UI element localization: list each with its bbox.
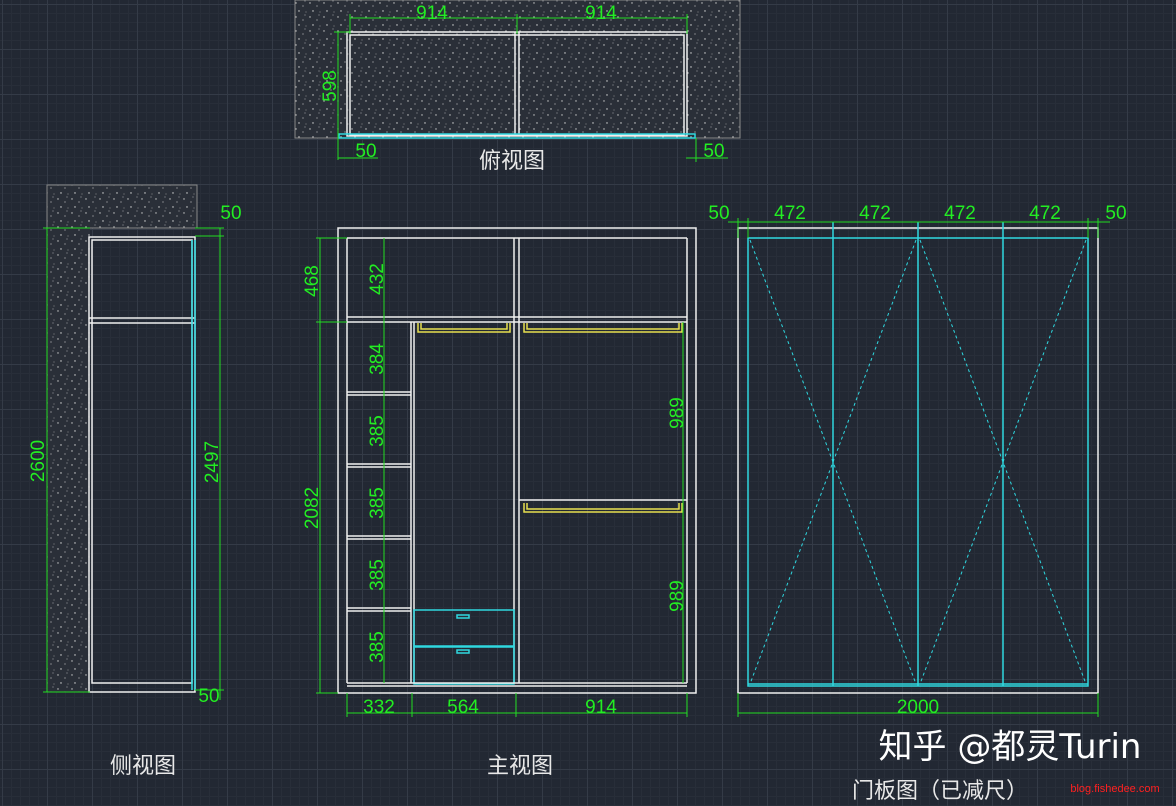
dim-door-gap-left: 50 [708,203,729,224]
top-view: 914 914 598 50 50 俯视图 [294,0,741,174]
wall-hatch [47,228,90,692]
dim-side-total-height: 2600 [28,440,49,482]
side-view: 2600 2497 50 50 侧视图 [28,184,242,779]
door-swing-marks [749,239,1087,685]
drawer-upper [413,609,515,647]
dim-shelf: 385 [367,631,388,663]
dim-top-total: 468 [302,265,323,297]
dim-hang-lower: 989 [667,580,688,612]
dim-shelf: 385 [367,415,388,447]
dim-side-cabinet-height: 2497 [202,441,223,483]
dim-shelf: 385 [367,559,388,591]
dim-shelf: 385 [367,487,388,519]
front-outline [337,227,697,694]
drawer-handle [456,614,470,619]
side-view-title: 侧视图 [110,754,176,779]
side-outline [88,236,196,693]
door-view: 50 472 472 472 472 50 2000 门板图（已 减尺） [708,203,1126,804]
dim-shelf: 384 [367,343,388,375]
door-view-title-line2: 减尺） [962,779,1028,804]
shelves [347,391,411,612]
dim-door-panel: 472 [859,203,891,224]
dim-top-width-right: 914 [585,3,617,24]
dim-top-gap-right: 50 [703,141,724,162]
dim-body-height: 2082 [302,487,323,529]
hanging-rails [417,323,683,513]
dim-door-panel: 472 [1029,203,1061,224]
dim-side-gap-top: 50 [220,203,241,224]
dim-top-inner: 432 [367,263,388,295]
front-view: 468 2082 432 384 385 385 385 385 989 989… [302,227,697,779]
dim-bottom-mid: 564 [447,697,479,718]
watermark-url: blog.fishedee.com [1070,783,1159,795]
drawer-lower [413,646,515,685]
door-strip [338,133,696,139]
front-view-title: 主视图 [487,754,553,779]
dim-top-depth: 598 [320,70,341,102]
dim-top-width-left: 914 [416,3,448,24]
ceiling-hatch [46,184,198,229]
dim-bottom-right: 914 [585,697,617,718]
dim-door-gap-right: 50 [1105,203,1126,224]
dim-hang-upper: 989 [667,397,688,429]
dim-top-gap-left: 50 [355,141,376,162]
dim-side-gap-bottom: 50 [198,686,219,707]
watermark: 知乎 @都灵Turin [879,727,1142,767]
drawer-handle [456,649,470,654]
dim-door-total-width: 2000 [897,697,939,718]
dim-door-panel: 472 [774,203,806,224]
door-view-title: 门板图（已 [852,779,962,804]
dim-door-panel: 472 [944,203,976,224]
dim-bottom-left: 332 [363,697,395,718]
top-view-title: 俯视图 [479,149,545,174]
